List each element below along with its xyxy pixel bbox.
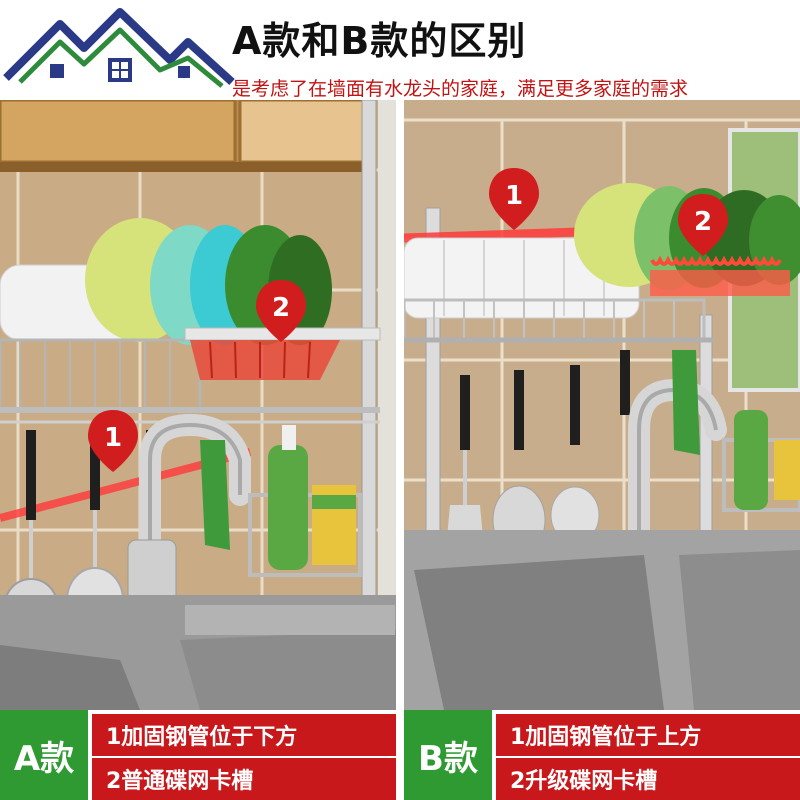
marker-b-1: 1 — [505, 181, 523, 211]
map-pin-marker-icon — [489, 168, 728, 256]
model-a-feature-1: 1加固钢管位于下方 — [92, 714, 396, 756]
model-a-feature-2: 2普通碟网卡槽 — [92, 758, 396, 800]
panel-divider — [396, 100, 404, 800]
house-roof-logo-icon — [0, 0, 236, 100]
photo-model-b: 1 2 — [404, 100, 800, 710]
marker-a-2: 2 — [272, 293, 290, 323]
footer-model-a: A款 1加固钢管位于下方 2普通碟网卡槽 — [0, 710, 396, 800]
model-b-feature-1: 1加固钢管位于上方 — [496, 714, 800, 756]
header: A款和B款的区别 是考虑了在墙面有水龙头的家庭，满足更多家庭的需求 — [0, 0, 800, 100]
page-subtitle: 是考虑了在墙面有水龙头的家庭，满足更多家庭的需求 — [232, 78, 689, 100]
map-pin-marker-icon — [88, 280, 306, 472]
model-a-tag: A款 — [0, 710, 88, 800]
footer-model-b: B款 1加固钢管位于上方 2升级碟网卡槽 — [404, 710, 800, 800]
page-title: A款和B款的区别 — [232, 19, 527, 63]
model-b-tag: B款 — [404, 710, 492, 800]
photo-model-a: 1 2 — [0, 100, 396, 710]
marker-b-2: 2 — [694, 207, 712, 237]
model-b-feature-2: 2升级碟网卡槽 — [496, 758, 800, 800]
marker-a-1: 1 — [104, 423, 122, 453]
